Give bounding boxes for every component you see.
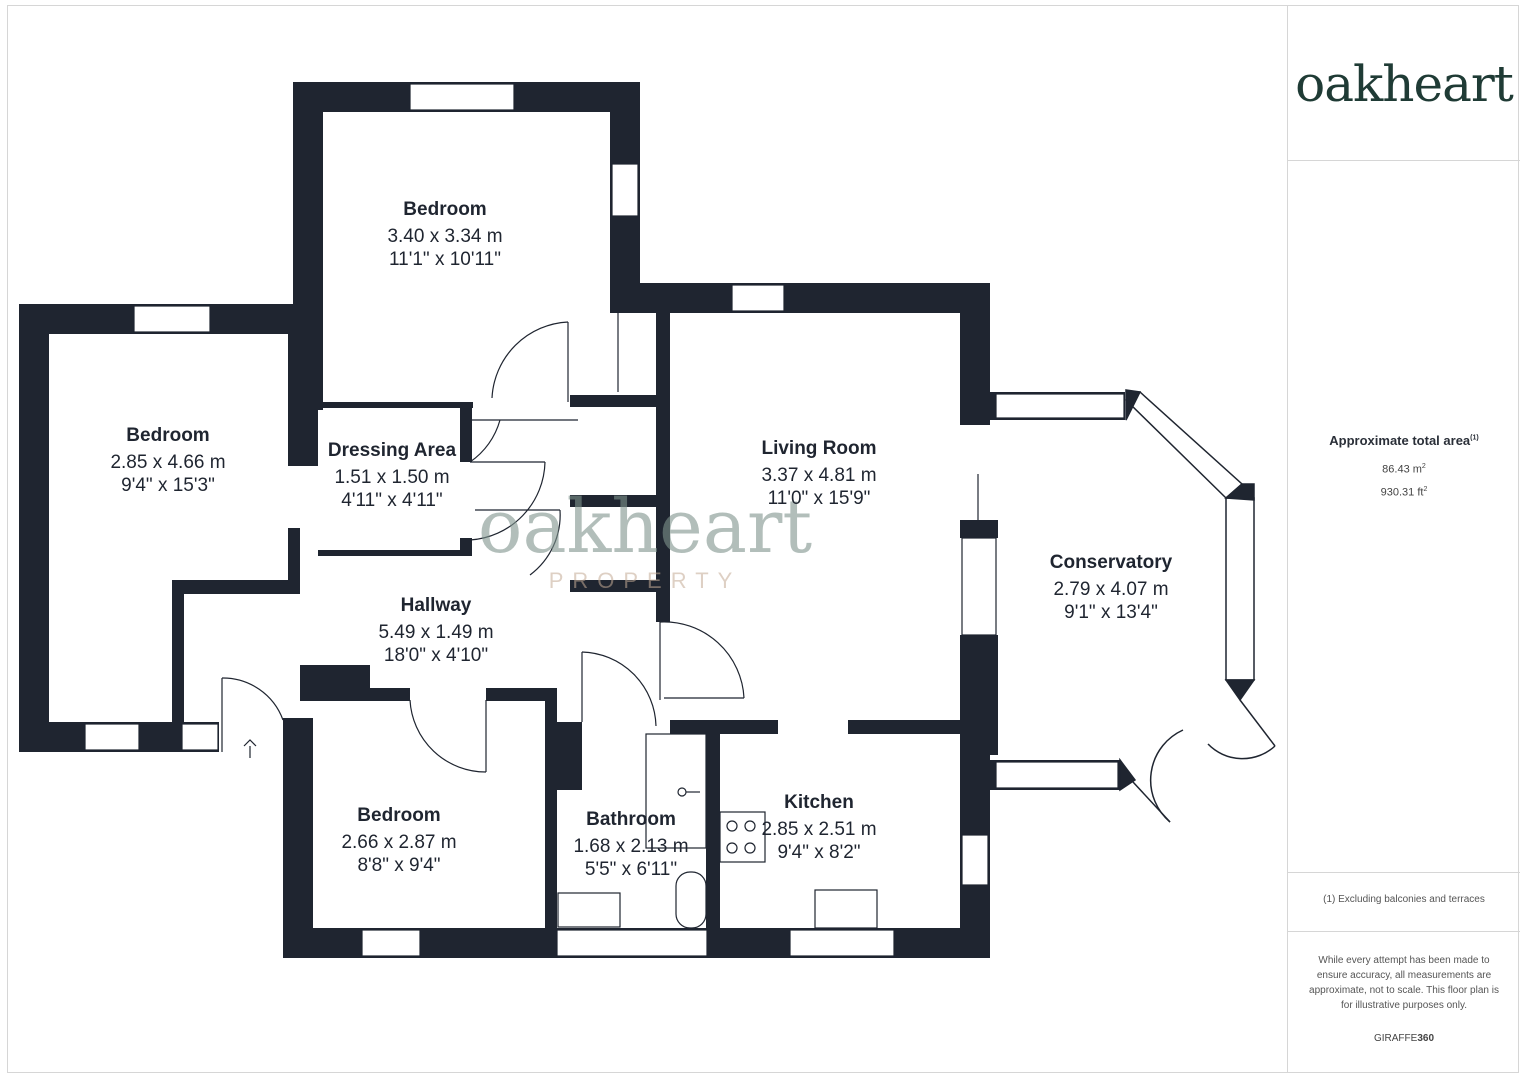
room-size-metric: 5.49 x 1.49 m <box>378 622 493 643</box>
room-name: Dressing Area <box>328 440 457 461</box>
room-label-bedroom-top: Bedroom 3.40 x 3.34 m11'1" x 10'11" <box>387 199 502 270</box>
disclaimer: While every attempt has been made to ens… <box>1309 955 1499 1011</box>
footnote: (1) Excluding balconies and terraces <box>1323 894 1485 905</box>
room-size-metric: 2.66 x 2.87 m <box>341 832 456 853</box>
conservatory-bay <box>1119 389 1276 823</box>
room-size-imperial: 5'5" x 6'11" <box>585 859 677 880</box>
info-panel: oakheart Approximate total area(1) 86.43… <box>1287 5 1520 1073</box>
room-name: Conservatory <box>1050 552 1173 573</box>
room-size-metric: 3.37 x 4.81 m <box>761 465 876 486</box>
room-size-imperial: 18'0" x 4'10" <box>384 645 488 666</box>
area-title: Approximate total area(1) <box>1329 433 1479 448</box>
divider <box>1288 160 1520 161</box>
room-label-hallway: Hallway 5.49 x 1.49 m18'0" x 4'10" <box>378 595 493 666</box>
room-size-imperial: 11'0" x 15'9" <box>768 488 871 509</box>
fixtures <box>243 733 878 929</box>
divider <box>1288 931 1520 932</box>
watermark: oakheart PROPERTY <box>478 484 812 593</box>
room-label-conservatory: Conservatory 2.79 x 4.07 m9'1" x 13'4" <box>1050 552 1173 623</box>
room-size-metric: 2.85 x 2.51 m <box>761 819 876 840</box>
room-size-imperial: 4'11" x 4'11" <box>341 490 442 511</box>
room-size-metric: 1.51 x 1.50 m <box>334 467 449 488</box>
room-label-bathroom: Bathroom 1.68 x 2.13 m5'5" x 6'11" <box>573 809 688 880</box>
credit: GIRAFFE360 <box>1373 1033 1435 1044</box>
windows <box>84 83 1125 957</box>
room-size-imperial: 11'1" x 10'11" <box>389 249 501 270</box>
room-size-imperial: 8'8" x 9'4" <box>357 855 440 876</box>
room-label-bedroom-bottom: Bedroom 2.66 x 2.87 m8'8" x 9'4" <box>341 805 456 876</box>
area-imperial: 930.31 ft2 <box>1380 486 1428 499</box>
area-metric: 86.43 m2 <box>1382 463 1426 476</box>
room-name: Hallway <box>401 595 472 616</box>
room-size-imperial: 9'4" x 8'2" <box>777 842 860 863</box>
room-size-imperial: 9'4" x 15'3" <box>121 475 215 496</box>
room-name: Bedroom <box>357 805 440 826</box>
room-name: Bathroom <box>586 809 676 830</box>
room-size-metric: 2.85 x 4.66 m <box>110 452 225 473</box>
room-label-living-room: Living Room 3.37 x 4.81 m11'0" x 15'9" <box>761 438 876 509</box>
watermark-subtitle: PROPERTY <box>549 568 742 593</box>
divider <box>1288 872 1520 873</box>
room-size-imperial: 9'1" x 13'4" <box>1064 602 1158 623</box>
room-name: Kitchen <box>784 792 854 813</box>
room-name: Living Room <box>761 438 876 459</box>
watermark-logo: oakheart <box>478 484 812 570</box>
room-size-metric: 3.40 x 3.34 m <box>387 226 502 247</box>
room-label-kitchen: Kitchen 2.85 x 2.51 m9'4" x 8'2" <box>761 792 876 863</box>
room-label-bedroom-left: Bedroom 2.85 x 4.66 m9'4" x 15'3" <box>110 425 225 496</box>
drawing-frame <box>7 5 1519 1073</box>
doors <box>221 312 979 773</box>
room-name: Bedroom <box>403 199 486 220</box>
room-size-metric: 2.79 x 4.07 m <box>1053 579 1168 600</box>
room-size-metric: 1.68 x 2.13 m <box>573 836 688 857</box>
room-label-dressing-area: Dressing Area 1.51 x 1.50 m4'11" x 4'11" <box>328 440 457 511</box>
room-name: Bedroom <box>126 425 209 446</box>
brand-logo: oakheart <box>1295 55 1514 113</box>
